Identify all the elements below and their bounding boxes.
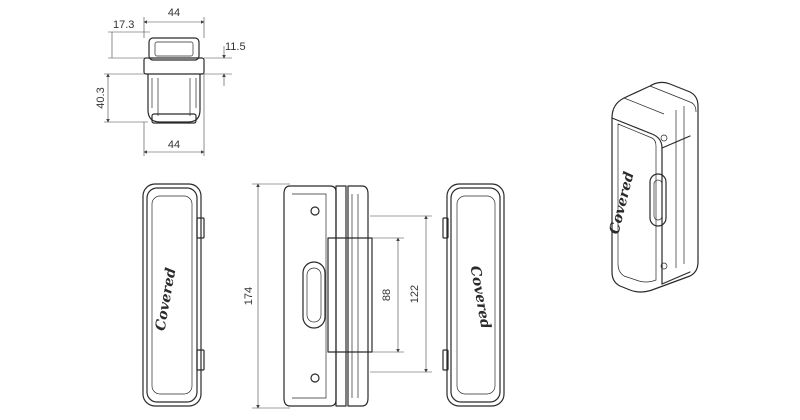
- brand-mark-back: Covered: [467, 265, 494, 331]
- dim-offset-left: 17.3: [113, 19, 134, 31]
- dim-overall-height: 174: [243, 287, 255, 305]
- dim-top-width: 44: [168, 7, 180, 19]
- isometric-view: Covered: [607, 81, 699, 293]
- brand-mark-iso: Covered: [607, 170, 638, 236]
- dim-bottom-width: 44: [168, 139, 180, 151]
- brand-mark-front: Covered: [153, 266, 180, 332]
- dim-clamp-height: 122: [409, 285, 421, 303]
- dim-inner-height: 88: [381, 289, 393, 301]
- back-view: Covered: [442, 183, 505, 407]
- top-view: 44 17.3 11.5 40.3 44: [95, 7, 246, 156]
- top-view-body: [143, 37, 205, 124]
- dim-top-height: 40.3: [95, 87, 107, 108]
- side-view: 174 88 122: [243, 183, 432, 409]
- dim-offset-right: 11.5: [225, 41, 246, 53]
- front-view: Covered: [142, 183, 205, 407]
